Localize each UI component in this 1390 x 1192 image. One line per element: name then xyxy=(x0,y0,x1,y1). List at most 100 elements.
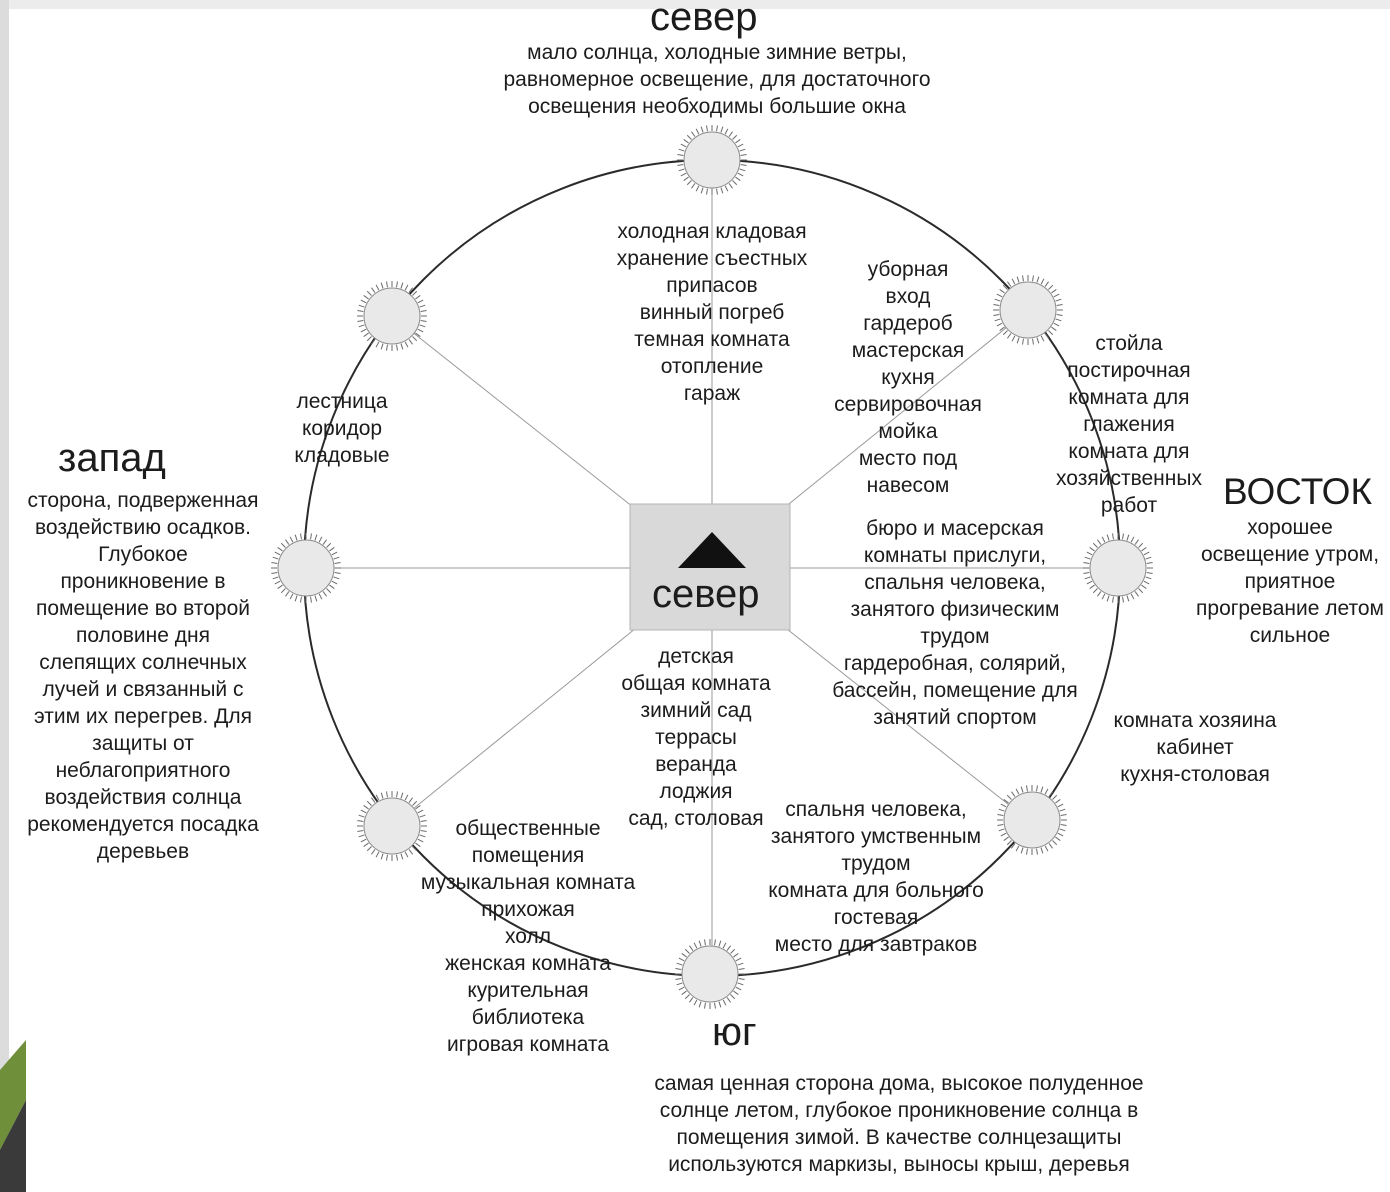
text-line: лоджия xyxy=(659,780,733,803)
text-line: кабинет xyxy=(1156,736,1234,759)
text-line: освещение утром, xyxy=(1200,543,1380,566)
text-line: хорошее xyxy=(1247,516,1333,539)
text-line: мало солнца, холодные зимние ветры, xyxy=(527,41,907,64)
text-line: кладовые xyxy=(294,444,390,467)
text-line: лестница xyxy=(296,390,388,413)
text-line: террасы xyxy=(655,726,737,749)
sun-east-icon xyxy=(1083,533,1153,603)
text-line: гостевая xyxy=(833,906,919,929)
text-line: неблагоприятного xyxy=(55,759,231,782)
text-line: солнце летом, глубокое проникновение сол… xyxy=(659,1099,1139,1122)
text-line: комнаты прислуги, xyxy=(863,544,1047,567)
south-description: самая ценная сторона дома, высокое полуд… xyxy=(611,1070,1187,1178)
text-line: припасов xyxy=(666,274,758,297)
text-line: мастерская xyxy=(851,339,965,362)
north-arrow-icon xyxy=(678,532,746,568)
text-line: женская комната xyxy=(445,952,611,975)
text-line: равномерное освещение, для достаточного xyxy=(503,68,931,91)
text-line: приятное xyxy=(1244,570,1336,593)
text-line: курительная xyxy=(467,979,589,1002)
text-line: этим их перегрев. Для xyxy=(33,705,253,728)
text-line: постирочная xyxy=(1067,359,1191,382)
text-line: уборная xyxy=(867,258,949,281)
text-line: комната для больного xyxy=(768,879,984,902)
text-line: холодная кладовая xyxy=(617,220,807,243)
text-line: воздействия солнца xyxy=(44,786,242,809)
text-line: комната хозяина xyxy=(1113,709,1277,732)
text-line: холл xyxy=(505,925,551,948)
corner-decoration xyxy=(0,1040,26,1192)
text-line: работ xyxy=(1100,494,1158,517)
rooms-north: холодная кладовая хранение съестных припас… xyxy=(597,218,827,407)
text-line: хранение съестных xyxy=(616,247,808,270)
text-line: место под xyxy=(858,447,958,470)
text-line: глажения xyxy=(1083,413,1175,436)
text-line: гардеробная, солярий, xyxy=(843,652,1067,675)
text-line: занятого умственным xyxy=(770,825,982,848)
text-line: защиты от xyxy=(92,732,194,755)
left-border-strip xyxy=(0,0,9,1192)
text-line: Глубокое xyxy=(98,543,188,566)
text-line: прогревание летом xyxy=(1196,597,1384,620)
sun-markers xyxy=(271,125,1153,1009)
sun-south-icon xyxy=(675,939,745,1009)
text-line: бюро и масерская xyxy=(866,517,1044,540)
text-line: сервировочная xyxy=(834,393,982,416)
text-line: половине дня xyxy=(76,624,210,647)
rooms-northwest: лестница коридор кладовые xyxy=(276,388,408,469)
text-line: комната для xyxy=(1068,440,1190,463)
text-line: хозяйственных xyxy=(1056,467,1202,490)
sun-southeast-icon xyxy=(997,785,1067,855)
text-line: используются маркизы, выносы крыш, дерев… xyxy=(668,1153,1130,1176)
sun-northeast-icon xyxy=(993,275,1063,345)
text-line: освещения необходимы большие окна xyxy=(528,95,906,118)
text-line: отопление xyxy=(660,355,764,378)
rooms-northeast: уборная вход гардероб мастерская кухня сервир… xyxy=(817,256,999,499)
rooms-east-lower: комната хозяина кабинет кухня-столовая xyxy=(1092,707,1298,788)
text-line: комната для xyxy=(1068,386,1190,409)
sun-west-icon xyxy=(271,533,341,603)
north-description: мало солнца, холодные зимние ветры, равно… xyxy=(467,39,967,120)
north-title: север xyxy=(650,0,758,39)
text-line: деревьев xyxy=(96,840,190,863)
text-line: гардероб xyxy=(863,312,953,335)
text-line: занятий спортом xyxy=(873,706,1037,729)
west-title: запад xyxy=(58,436,166,480)
center-label: север xyxy=(652,572,760,616)
text-line: прихожая xyxy=(481,898,575,921)
rooms-east-mid: бюро и масерская комнаты прислуги, спальня… xyxy=(810,515,1100,731)
text-line: трудом xyxy=(920,625,990,648)
text-line: помещения зимой. В качестве солнцезащиты xyxy=(676,1126,1122,1149)
text-line: сад, столовая xyxy=(628,807,764,830)
text-line: общая комната xyxy=(621,672,771,695)
text-line: гараж xyxy=(683,382,741,405)
text-line: темная комната xyxy=(634,328,790,351)
text-line: веранда xyxy=(655,753,737,776)
south-title: юг xyxy=(712,1010,757,1054)
text-line: спальня человека, xyxy=(864,571,1046,594)
text-line: спальня человека, xyxy=(785,798,967,821)
text-line: коридор xyxy=(301,417,383,440)
text-line: вход xyxy=(885,285,931,308)
text-line: винный погреб xyxy=(639,301,785,324)
text-line: слепящих солнечных xyxy=(39,651,247,674)
sun-southwest-icon xyxy=(357,791,427,861)
text-line: мойка xyxy=(878,420,938,443)
text-line: рекомендуется посадка xyxy=(27,813,259,836)
sun-north-icon xyxy=(677,125,747,195)
text-line: проникновение в xyxy=(60,570,226,593)
text-line: кухня-столовая xyxy=(1120,763,1270,786)
east-title: восток xyxy=(1223,471,1372,512)
text-line: музыкальная комната xyxy=(420,871,636,894)
text-line: воздействию осадков. xyxy=(35,516,251,539)
text-line: помещение во второй xyxy=(35,597,250,620)
text-line: кухня xyxy=(881,366,935,389)
text-line: общественные xyxy=(455,817,601,840)
text-line: место для завтраков xyxy=(774,933,978,956)
